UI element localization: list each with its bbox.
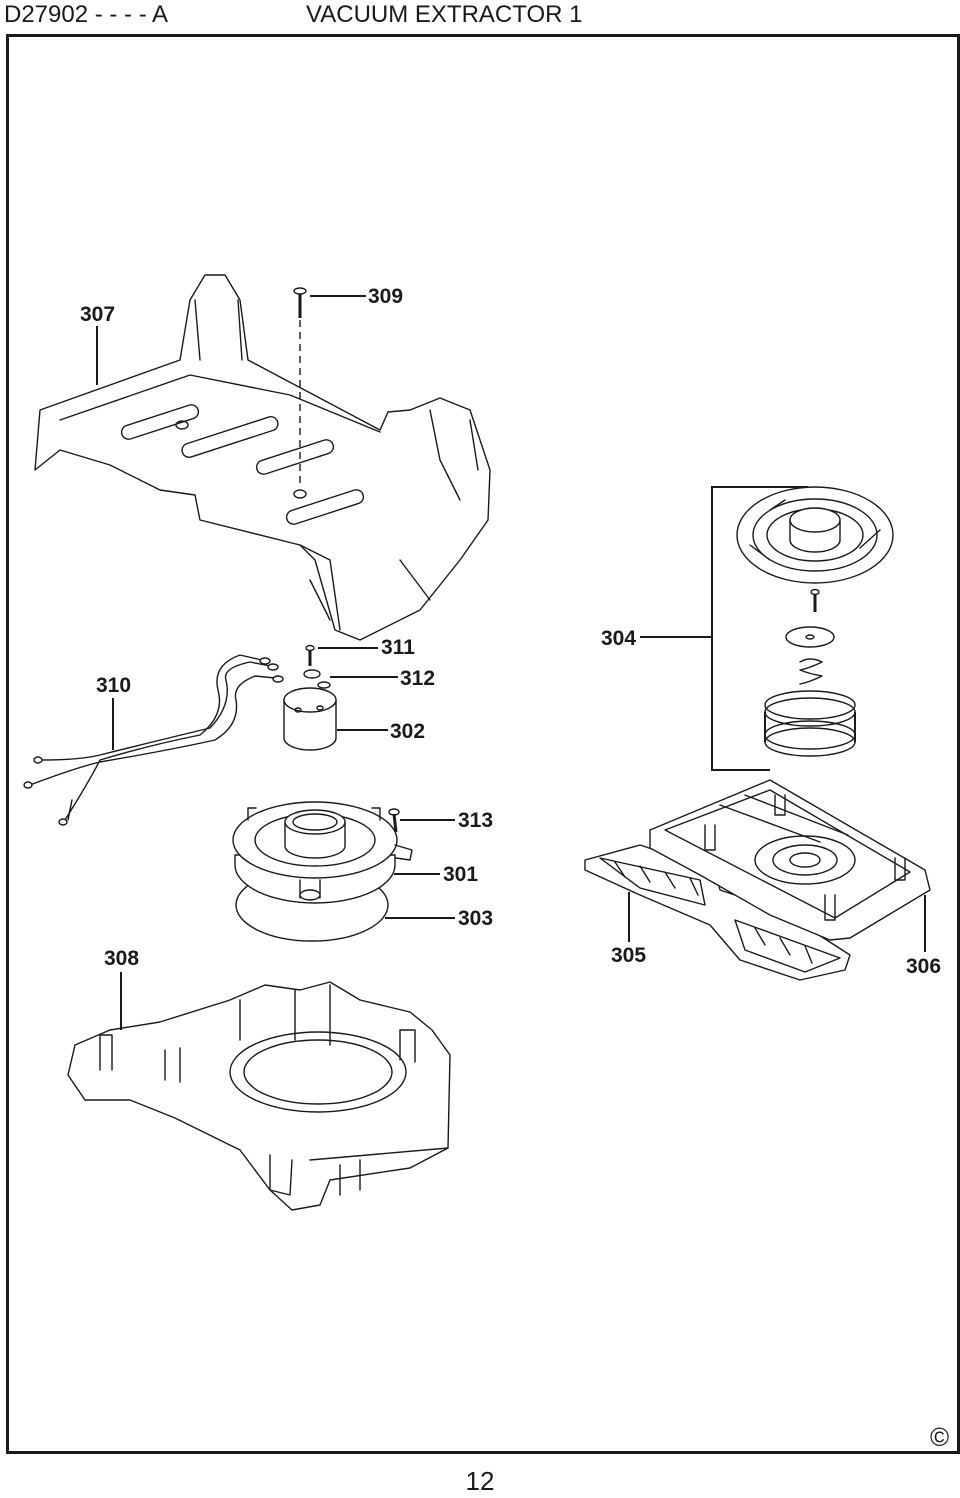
part-308-base — [67, 981, 451, 1211]
callout-306: 306 — [906, 955, 941, 978]
page-title: VACUUM EXTRACTOR 1 — [306, 1, 583, 28]
part-301-motor-housing — [232, 801, 413, 904]
part-309-screw — [293, 287, 307, 488]
callout-310: 310 — [96, 674, 131, 697]
part-304-filter-assembly — [736, 486, 894, 757]
part-310-wiring-harness — [23, 654, 284, 826]
callout-303: 303 — [458, 907, 493, 930]
callout-313: 313 — [458, 809, 493, 832]
part-306-filter-tray — [649, 779, 931, 941]
bracket-304 — [711, 486, 808, 771]
callout-309: 309 — [368, 285, 403, 308]
callout-304: 304 — [601, 627, 636, 650]
callout-312: 312 — [400, 667, 435, 690]
callout-307: 307 — [80, 303, 115, 326]
model-number: D27902 - - - - A — [4, 1, 169, 28]
callout-305: 305 — [611, 944, 646, 967]
part-302-capacitor — [283, 687, 337, 751]
callout-302: 302 — [390, 720, 425, 743]
page-number: 12 — [465, 1466, 495, 1496]
copyright-symbol: © — [930, 1422, 949, 1452]
part-307-top-cover — [34, 274, 491, 641]
part-312-washer — [303, 669, 331, 689]
leader-lines — [96, 295, 926, 1030]
callout-311: 311 — [381, 636, 415, 659]
diagram-frame — [6, 34, 960, 1454]
callout-301: 301 — [443, 863, 478, 886]
callout-308: 308 — [104, 947, 139, 970]
part-311-screw — [305, 644, 315, 666]
part-313-screw — [388, 808, 400, 833]
